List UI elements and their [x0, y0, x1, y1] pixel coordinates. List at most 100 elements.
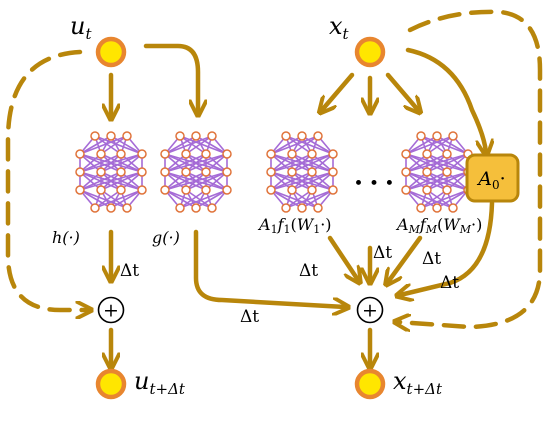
network-g	[160, 131, 232, 213]
network-edge	[164, 153, 228, 173]
network-neuron	[160, 185, 170, 195]
network-edge	[179, 189, 228, 209]
network-neuron	[181, 149, 191, 159]
network-neuron	[422, 185, 432, 195]
network-neuron	[422, 167, 432, 177]
network-edge	[100, 189, 128, 209]
label-f1: A1f1(W1·)	[257, 215, 332, 236]
sum-node-x	[356, 296, 384, 324]
network-neuron	[207, 203, 217, 213]
network-neuron	[307, 167, 317, 177]
dt-label-g: Δt	[240, 307, 259, 327]
network-neuron	[222, 185, 232, 195]
sum-nodes: + +	[97, 296, 384, 324]
network-edge	[79, 171, 143, 191]
arrow-x-to-A0	[405, 47, 486, 152]
network-edge	[79, 189, 128, 209]
network-neuron	[401, 149, 411, 159]
network-neuron	[287, 167, 297, 177]
network-neuron	[448, 203, 458, 213]
network-edge	[405, 135, 438, 155]
sum-symbol-u: +	[103, 300, 119, 322]
network-neuron	[281, 203, 291, 213]
network-neuron	[297, 203, 307, 213]
network-neuron	[201, 167, 211, 177]
network-neuron	[307, 149, 317, 159]
network-neuron	[96, 167, 106, 177]
network-edge	[285, 135, 334, 155]
network-edge	[420, 189, 448, 209]
arrows	[5, 9, 543, 365]
network-edge	[426, 171, 469, 191]
network-neuron	[328, 167, 338, 177]
network-edge	[291, 153, 334, 173]
network-edge	[185, 135, 213, 155]
label-u-input: ut	[70, 12, 92, 43]
label-x-input: xt	[329, 12, 350, 43]
network-neuron	[266, 167, 276, 177]
network-neuron	[313, 131, 323, 141]
network-neuron	[287, 149, 297, 159]
operator-A0-label: A0·	[476, 168, 505, 192]
arrow-fM-to-xsum	[388, 235, 423, 282]
network-edge	[79, 189, 112, 209]
network-neuron	[416, 203, 426, 213]
network-neuron	[90, 203, 100, 213]
label-g: g(·)	[152, 228, 180, 247]
network-f1	[266, 131, 338, 213]
arrow-x-to-f1	[322, 72, 355, 110]
network-neuron	[181, 167, 191, 177]
network-neuron	[191, 131, 201, 141]
arrow-x-skip-dashed	[398, 9, 543, 327]
label-x-output: xt+Δt	[393, 367, 443, 398]
network-edge	[94, 189, 143, 209]
network-neuron	[96, 185, 106, 195]
network-edge	[79, 135, 112, 155]
network-edge	[426, 189, 454, 209]
network-neuron	[137, 149, 147, 159]
network-neuron	[266, 185, 276, 195]
network-edge	[79, 153, 143, 173]
network-edge	[195, 135, 228, 155]
arrow-g-to-xsum	[193, 229, 345, 307]
network-edge	[405, 171, 448, 191]
network-neuron	[328, 185, 338, 195]
node-u-output	[95, 368, 127, 400]
network-edge	[420, 189, 469, 209]
dt-label-mid: Δt	[373, 243, 392, 263]
network-neuron	[432, 203, 442, 213]
network-neuron	[313, 203, 323, 213]
network-edge	[285, 189, 334, 209]
sum-symbol-x: +	[362, 300, 378, 322]
network-neuron	[307, 185, 317, 195]
network-edge	[301, 135, 334, 155]
network-edge	[270, 171, 334, 191]
arrow-x-to-fM	[385, 72, 418, 110]
network-edge	[270, 135, 319, 155]
network-neuron	[116, 185, 126, 195]
node-u-input	[95, 36, 127, 68]
network-neuron	[448, 131, 458, 141]
operator-A0-box: A0·	[465, 153, 520, 203]
sum-node-u	[97, 296, 125, 324]
ellipsis: • • •	[354, 174, 395, 194]
network-neuron	[175, 203, 185, 213]
network-neuron	[266, 149, 276, 159]
network-edge	[110, 189, 143, 209]
network-edge	[179, 189, 207, 209]
network-neuron	[160, 149, 170, 159]
network-edge	[100, 153, 143, 173]
network-edge	[100, 171, 143, 191]
network-edge	[185, 171, 228, 191]
network-neuron	[328, 149, 338, 159]
network-fM	[401, 131, 473, 213]
network-edge	[270, 171, 313, 191]
dt-label-A0: Δt	[440, 273, 459, 293]
network-edge	[291, 189, 319, 209]
dt-label-h: Δt	[120, 261, 139, 281]
network-edge	[270, 189, 303, 209]
network-neuron	[106, 203, 116, 213]
network-neuron	[137, 167, 147, 177]
network-neuron	[75, 167, 85, 177]
